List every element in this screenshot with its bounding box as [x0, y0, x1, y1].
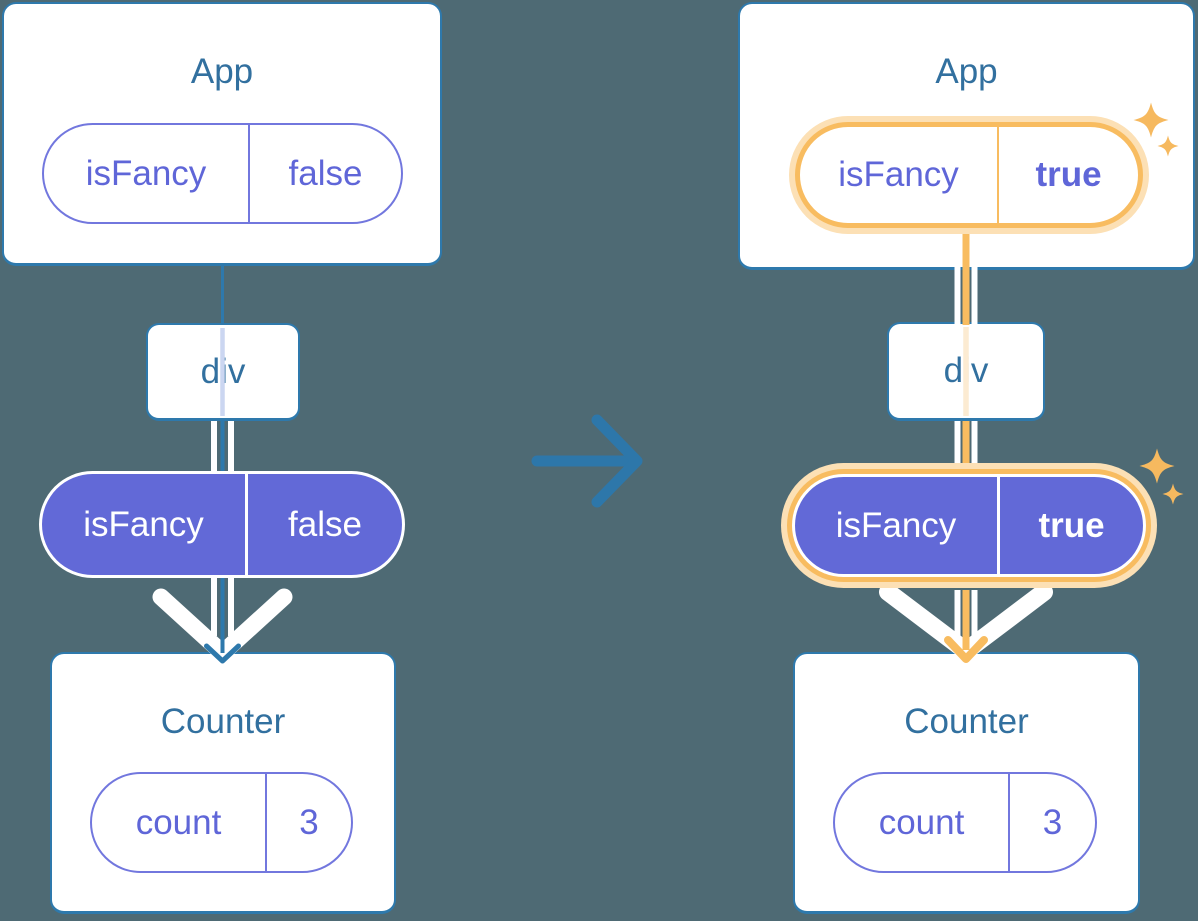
state-name: count [878, 802, 965, 842]
state-value: true [997, 127, 1138, 223]
state-value: 3 [1008, 774, 1095, 871]
state-pill: count 3 [833, 772, 1097, 873]
sparkle-icon [1162, 483, 1184, 505]
sparkle-icon [1139, 448, 1175, 484]
state-pill: count 3 [90, 772, 353, 873]
arrow-right-icon [531, 414, 643, 508]
state-name: count [135, 802, 222, 842]
prop-arrow-to-counter [879, 583, 1053, 663]
prop-pipe-div-to-pill [211, 421, 234, 478]
component-title: App [935, 52, 998, 91]
component-title: App [190, 52, 254, 91]
prop-value: false [245, 474, 402, 575]
component-title: Counter [904, 702, 1029, 741]
state-name: isFancy [85, 153, 207, 193]
component-title: Counter [160, 702, 286, 741]
state-value: false [248, 125, 401, 222]
div-element-card: div [146, 323, 300, 421]
state-name: isFancy [838, 155, 959, 194]
passed-prop-pill: isFancy false [42, 474, 402, 575]
prop-value: true [997, 477, 1143, 574]
state-value: 3 [265, 774, 351, 871]
state-pill-highlighted: isFancy true [795, 122, 1143, 228]
prop-arrow-to-counter [152, 578, 293, 664]
div-element-card: div [887, 322, 1045, 421]
prop-name: isFancy [83, 504, 204, 544]
prop-pipe-div-to-pill [954, 421, 978, 472]
element-label: div [943, 351, 989, 390]
element-label: div [200, 351, 246, 391]
prop-name: isFancy [835, 505, 957, 545]
state-pill: isFancy false [42, 123, 403, 224]
passed-prop-pill-highlighted: isFancy true [795, 477, 1143, 574]
